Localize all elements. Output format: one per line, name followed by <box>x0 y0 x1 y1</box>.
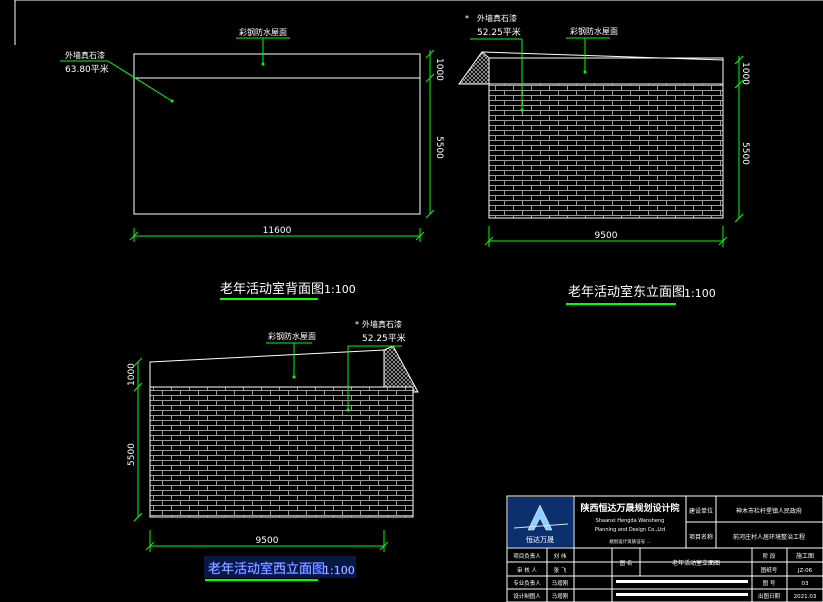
back-dim-wall: 5500 <box>434 136 444 159</box>
west-roof-leader-dot <box>292 375 296 379</box>
west-roof-gable <box>149 349 385 388</box>
tb-construction-unit: 神木市栏杆堡镇人民政府 <box>736 507 802 515</box>
back-dim-h-tick1 <box>129 231 139 241</box>
east-scale: 1:100 <box>684 287 716 300</box>
tb-label-project-name: 项目名称 <box>689 533 713 541</box>
west-brick-wall <box>149 386 414 518</box>
back-wall-note-2: 63.80平米 <box>65 63 109 75</box>
back-roof-leader-dot <box>261 62 265 66</box>
tb-row-name-1: 刘 伟 <box>554 552 567 560</box>
west-dim-h-tick2 <box>379 541 389 551</box>
west-dim-v-tick3 <box>133 512 143 522</box>
east-dim-h-tick1 <box>484 236 494 246</box>
east-dim-wall: 5500 <box>740 142 750 165</box>
tb-label-stage: 阶 段 <box>763 552 776 560</box>
east-elevation: 外墙真石漆 52.25平米 * 彩钢防水屋面 1000 5500 9500 老年… <box>458 13 750 305</box>
west-roof-note: 彩钢防水屋面 <box>268 331 316 341</box>
tb-label-construction-unit: 建设单位 <box>689 507 713 515</box>
east-wall-note-2: 52.25平米 <box>477 26 521 38</box>
back-wall-outline <box>133 53 421 215</box>
east-roof-leader-dot <box>583 70 587 74</box>
east-dim-v-tick1 <box>734 55 744 65</box>
east-wall-tag: * <box>465 14 469 23</box>
tb-blank-bar-1 <box>616 580 748 583</box>
west-dim-width: 9500 <box>256 536 279 546</box>
back-wall-leader-d <box>107 60 173 102</box>
tb-row-label-1: 项目负责人 <box>513 552 541 560</box>
tb-row-label-2: 审 核 人 <box>517 566 537 574</box>
west-wall-note-2: 52.25平米 <box>362 332 406 344</box>
back-wall-leader-dot <box>170 99 174 103</box>
east-roof-gable <box>488 57 724 85</box>
east-wall-note-1: 外墙真石漆 <box>477 13 517 23</box>
tb-logo-swoosh <box>513 523 569 529</box>
back-dim-v-tick1 <box>425 49 435 59</box>
tb-logo-text: 恒达万晟 <box>526 535 554 544</box>
tb-company-en-1: Shaanxi Hengda Wansheng <box>596 518 665 524</box>
east-roof-slope <box>481 51 724 61</box>
west-dim-v-tick2 <box>133 382 143 392</box>
west-wall-tag: * <box>355 320 359 329</box>
tb-sheet: 03 <box>802 581 809 587</box>
back-elevation: 彩钢防水屋面 外墙真石漆 63.80平米 1000 5500 11600 老年活… <box>60 27 444 300</box>
west-dim-h-tick1 <box>145 541 155 551</box>
east-dim-width: 9500 <box>595 231 618 241</box>
tb-label-drawing-title: 图 名 <box>620 559 633 567</box>
tb-row-name-4: 马增刚 <box>552 592 569 600</box>
back-dim-width: 11600 <box>263 226 292 236</box>
east-title: 老年活动室东立面图 <box>568 284 685 300</box>
back-dim-roof: 1000 <box>434 58 444 81</box>
tb-company-cn: 陕西恒达万晟规划设计院 <box>580 502 679 514</box>
west-elevation: 彩钢防水屋面 外墙真石漆 52.25平米 * 1000 5500 9500 老年… <box>127 319 419 581</box>
back-dim-v-tick2 <box>425 73 435 83</box>
back-roof-note: 彩钢防水屋面 <box>239 27 287 37</box>
tb-row-name-2: 张 飞 <box>554 566 567 574</box>
tb-project-name: 前河庄村人居环境整治工程 <box>733 533 805 541</box>
tb-cert: 规划设计资质证号 ... <box>609 538 651 545</box>
tb-drawing-title: 老年活动室立面图 <box>672 559 720 567</box>
west-scale[interactable]: 1:100 <box>323 564 355 578</box>
back-wall-note-1: 外墙真石漆 <box>65 50 105 60</box>
east-eave-hatch <box>458 51 490 85</box>
tb-label-date: 出图日期 <box>758 592 781 600</box>
west-title-highlight <box>204 556 356 578</box>
west-dim-wall: 5500 <box>127 443 137 466</box>
tb-row-label-4: 设计制图人 <box>513 592 541 600</box>
west-eave-hatch <box>383 345 419 393</box>
back-title: 老年活动室背面图 <box>220 281 324 297</box>
tb-blank-bar-2 <box>616 593 748 596</box>
east-wall-leader-dot <box>520 108 524 112</box>
east-dim-h-tick2 <box>718 236 728 246</box>
east-brick-wall <box>488 83 724 219</box>
west-dim-v-tick1 <box>133 357 143 367</box>
tb-date: 2021.03 <box>794 594 817 600</box>
back-dim-v-tick3 <box>425 209 435 219</box>
tb-company-en-2: Planning and Design Co.,Ltd <box>595 527 666 533</box>
tb-label-sheet: 图 号 <box>763 579 776 587</box>
west-wall-leader-dot <box>346 408 350 412</box>
title-block: 恒达万晟 陕西恒达万晟规划设计院 Shaanxi Hengda Wansheng… <box>506 495 823 602</box>
east-dim-roof: 1000 <box>740 62 750 85</box>
tb-stage: 施工图 <box>796 552 814 560</box>
east-dim-v-tick3 <box>734 213 744 223</box>
tb-row-name-3: 马增刚 <box>552 579 569 587</box>
east-roof-note: 彩钢防水屋面 <box>570 26 618 36</box>
tb-drawing-no: JZ-06 <box>797 568 813 574</box>
west-dim-roof: 1000 <box>127 363 137 386</box>
back-scale: 1:100 <box>324 283 356 296</box>
tb-row-label-3: 专业负责人 <box>513 579 541 587</box>
tb-logo-icon <box>527 504 553 531</box>
tb-label-drawing-no: 图纸号 <box>761 566 778 574</box>
tb-logo-bg <box>508 497 573 547</box>
west-title[interactable]: 老年活动室西立面图 <box>208 561 326 578</box>
back-dim-h-tick2 <box>415 231 425 241</box>
east-dim-v-tick2 <box>734 79 744 89</box>
west-wall-note-1: 外墙真石漆 <box>362 319 402 329</box>
